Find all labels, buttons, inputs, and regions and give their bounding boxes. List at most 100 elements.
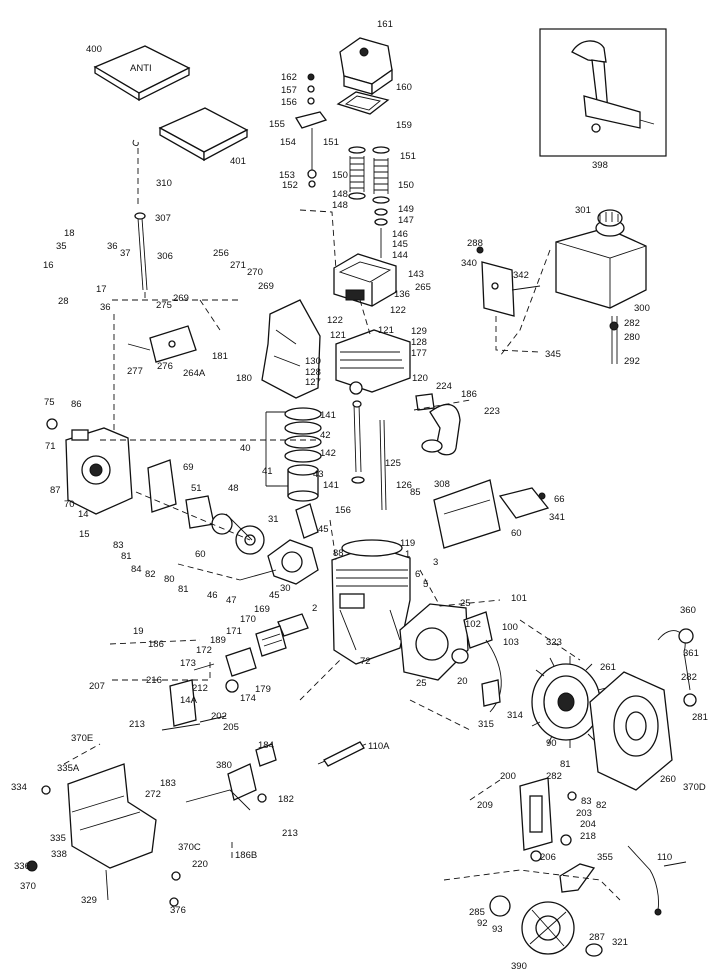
part-label: 120 <box>412 373 428 384</box>
part-label: 216 <box>146 675 162 686</box>
air-filter-400: ANTI <box>93 45 191 102</box>
valve-cover <box>339 37 393 96</box>
engine-block-72 <box>331 539 411 665</box>
part-label: 36 <box>107 241 118 252</box>
part-label: 154 <box>280 137 296 148</box>
part-label: 136 <box>394 289 410 300</box>
part-label: 270 <box>247 267 263 278</box>
gear-parts <box>147 459 265 555</box>
part-label: 223 <box>484 406 500 417</box>
part-label: 147 <box>398 215 414 226</box>
part-label: 51 <box>191 483 202 494</box>
part-label: 146 <box>392 229 408 240</box>
part-label: 256 <box>213 248 229 259</box>
part-label: 145 <box>392 239 408 250</box>
part-label: 360 <box>680 605 696 616</box>
part-label: 125 <box>385 458 401 469</box>
part-label: 100 <box>502 622 518 633</box>
part-label: 314 <box>507 710 523 721</box>
part-label: 81 <box>121 551 132 562</box>
part-label: 83 <box>113 540 124 551</box>
part-label: 93 <box>492 924 503 935</box>
part-label: 153 <box>279 170 295 181</box>
part-label: 152 <box>282 180 298 191</box>
air-filter-401 <box>158 107 249 162</box>
part-label: 186 <box>148 639 164 650</box>
cover-gasket-159 <box>336 91 390 115</box>
part-label: 40 <box>240 443 251 454</box>
part-label: 141 <box>323 480 339 491</box>
part-label: 335A <box>57 763 80 774</box>
part-label: 82 <box>596 800 607 811</box>
part-label: 282 <box>546 771 562 782</box>
bracket-276 <box>127 325 197 363</box>
part-label: 182 <box>278 794 294 805</box>
part-label: 264A <box>183 368 206 379</box>
part-label: 159 <box>396 120 412 131</box>
part-label: 35 <box>56 241 67 252</box>
part-label: 156 <box>281 97 297 108</box>
part-label: 300 <box>634 303 650 314</box>
part-label: 376 <box>170 905 186 916</box>
part-label: 186B <box>235 850 257 861</box>
part-label: 285 <box>469 907 485 918</box>
part-label: 45 <box>318 524 329 535</box>
part-label: 380 <box>216 760 232 771</box>
coil-bracket-200 <box>519 777 577 862</box>
part-label: 18 <box>64 228 75 239</box>
part-label: 28 <box>58 296 69 307</box>
part-label: 3 <box>433 557 438 568</box>
part-label: 177 <box>411 348 427 359</box>
part-label: 162 <box>281 72 297 83</box>
part-label: 213 <box>282 828 298 839</box>
part-label: 150 <box>332 170 348 181</box>
part-label: 218 <box>580 831 596 842</box>
part-label: 81 <box>178 584 189 595</box>
part-label: 307 <box>155 213 171 224</box>
part-label: 276 <box>157 361 173 372</box>
control-panel-216 <box>161 679 227 731</box>
part-label: 1 <box>405 549 410 560</box>
part-label: 30 <box>280 583 291 594</box>
part-label: 186 <box>461 389 477 400</box>
air-shroud-180 <box>261 299 321 399</box>
part-label: 329 <box>81 895 97 906</box>
part-label: 206 <box>540 852 556 863</box>
part-label: 157 <box>281 85 297 96</box>
part-label: 370C <box>178 842 201 853</box>
part-label: 60 <box>511 528 522 539</box>
part-label: 390 <box>511 961 527 972</box>
part-label: 85 <box>410 487 421 498</box>
push-rods <box>351 400 387 511</box>
part-label: 203 <box>576 808 592 819</box>
part-label: 184 <box>258 740 274 751</box>
part-label: 205 <box>223 722 239 733</box>
cylinder-head-120 <box>335 329 411 395</box>
part-label: 126 <box>396 480 412 491</box>
flywheel-90 <box>531 656 607 748</box>
strap-355 <box>559 863 596 893</box>
part-label: 361 <box>683 648 699 659</box>
part-label: 400 <box>86 44 102 55</box>
part-label: 25 <box>416 678 427 689</box>
part-label: 370D <box>683 782 706 793</box>
part-label: 292 <box>624 356 640 367</box>
part-label: 341 <box>549 512 565 523</box>
part-label: 101 <box>511 593 527 604</box>
part-label: 209 <box>477 800 493 811</box>
part-label: 16 <box>43 260 54 271</box>
governor-linkage-380 <box>185 743 277 811</box>
part-label: 335 <box>50 833 66 844</box>
svg-text:ANTI: ANTI <box>130 63 152 74</box>
part-label: 149 <box>398 204 414 215</box>
part-label: 342 <box>513 270 529 281</box>
part-label: 15 <box>79 529 90 540</box>
bracket-308 <box>433 479 550 549</box>
part-label: 204 <box>580 819 596 830</box>
part-label: 17 <box>96 284 107 295</box>
part-label: 129 <box>411 326 427 337</box>
part-label: 75 <box>44 397 55 408</box>
part-label: 87 <box>50 485 61 496</box>
part-label: 160 <box>396 82 412 93</box>
